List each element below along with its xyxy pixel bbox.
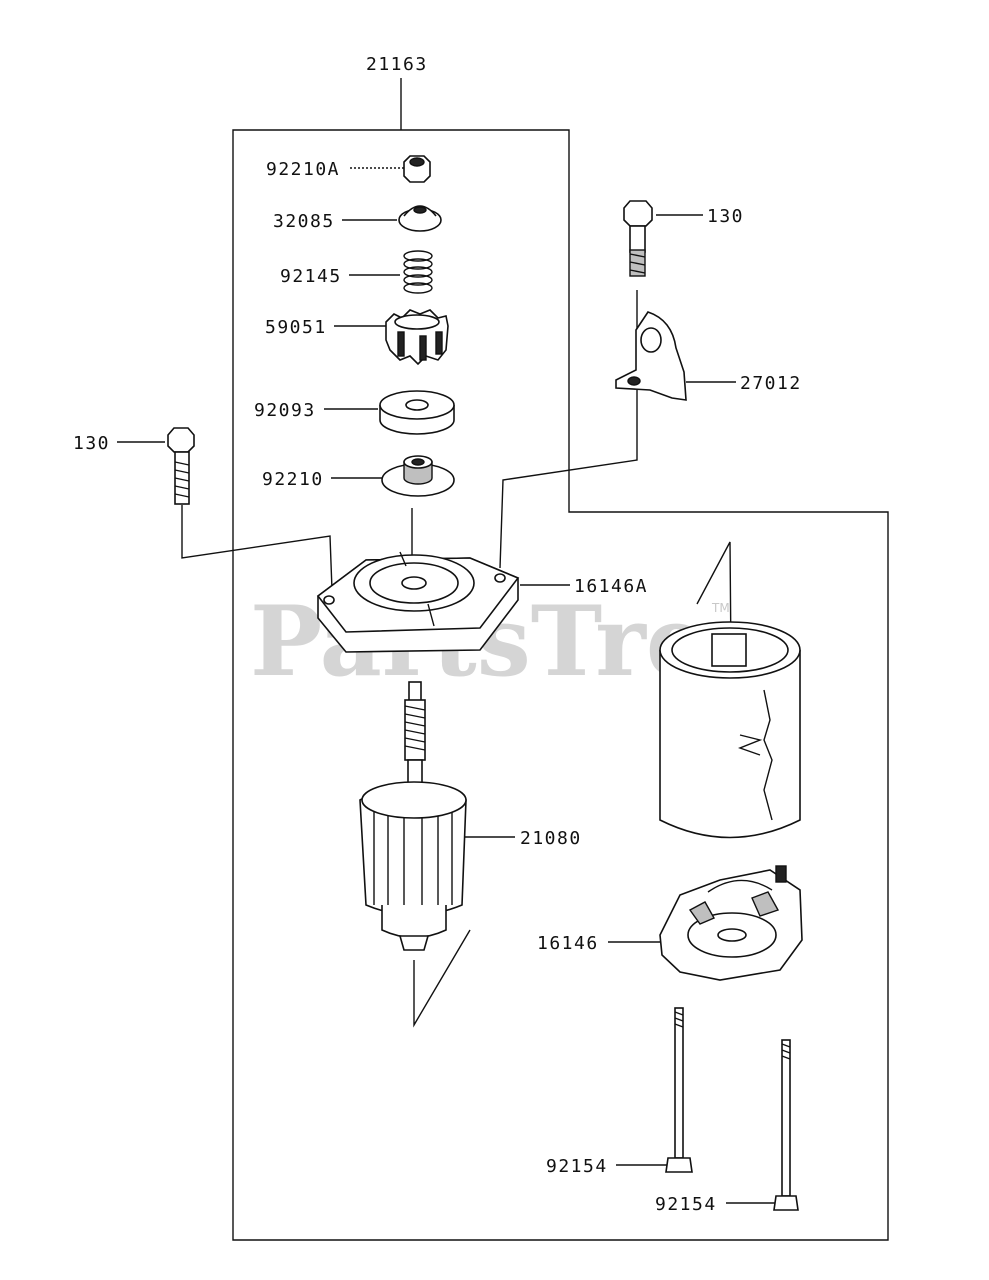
yoke-housing bbox=[659, 621, 801, 839]
label-59051: 59051 bbox=[265, 317, 327, 338]
label-27012: 27012 bbox=[740, 373, 802, 394]
bracket-16146a bbox=[316, 551, 520, 653]
label-130-left: 130 bbox=[73, 433, 110, 454]
label-92210A: 92210A bbox=[266, 159, 340, 180]
label-16146: 16146 bbox=[537, 933, 599, 954]
label-21080: 21080 bbox=[520, 828, 582, 849]
label-21163: 21163 bbox=[366, 54, 428, 75]
label-32085: 32085 bbox=[273, 211, 335, 232]
stopper-32085 bbox=[398, 205, 442, 232]
bracket-16146 bbox=[659, 865, 803, 981]
bolt-130-top bbox=[623, 200, 653, 277]
through-bolt-92154-b bbox=[773, 1039, 799, 1211]
bolt-130-left bbox=[167, 427, 195, 505]
nut-92210a bbox=[403, 155, 431, 183]
label-16146A: 16146A bbox=[574, 576, 648, 597]
label-92145: 92145 bbox=[280, 266, 342, 287]
label-130-top: 130 bbox=[707, 206, 744, 227]
collar-92210 bbox=[381, 455, 455, 497]
watermark-tm: TM bbox=[711, 601, 730, 615]
gear-59051 bbox=[385, 309, 449, 366]
label-92154-a: 92154 bbox=[546, 1156, 608, 1177]
label-92093: 92093 bbox=[254, 400, 316, 421]
label-92210: 92210 bbox=[262, 469, 324, 490]
washer-92093 bbox=[379, 390, 455, 435]
through-bolt-92154-a bbox=[665, 1007, 693, 1173]
leader-lines bbox=[117, 167, 778, 1204]
armature-21080 bbox=[359, 681, 467, 951]
assembly-outline bbox=[232, 78, 889, 1241]
spring-92145 bbox=[403, 250, 433, 294]
bracket-27012 bbox=[615, 311, 687, 401]
label-92154-b: 92154 bbox=[655, 1194, 717, 1215]
